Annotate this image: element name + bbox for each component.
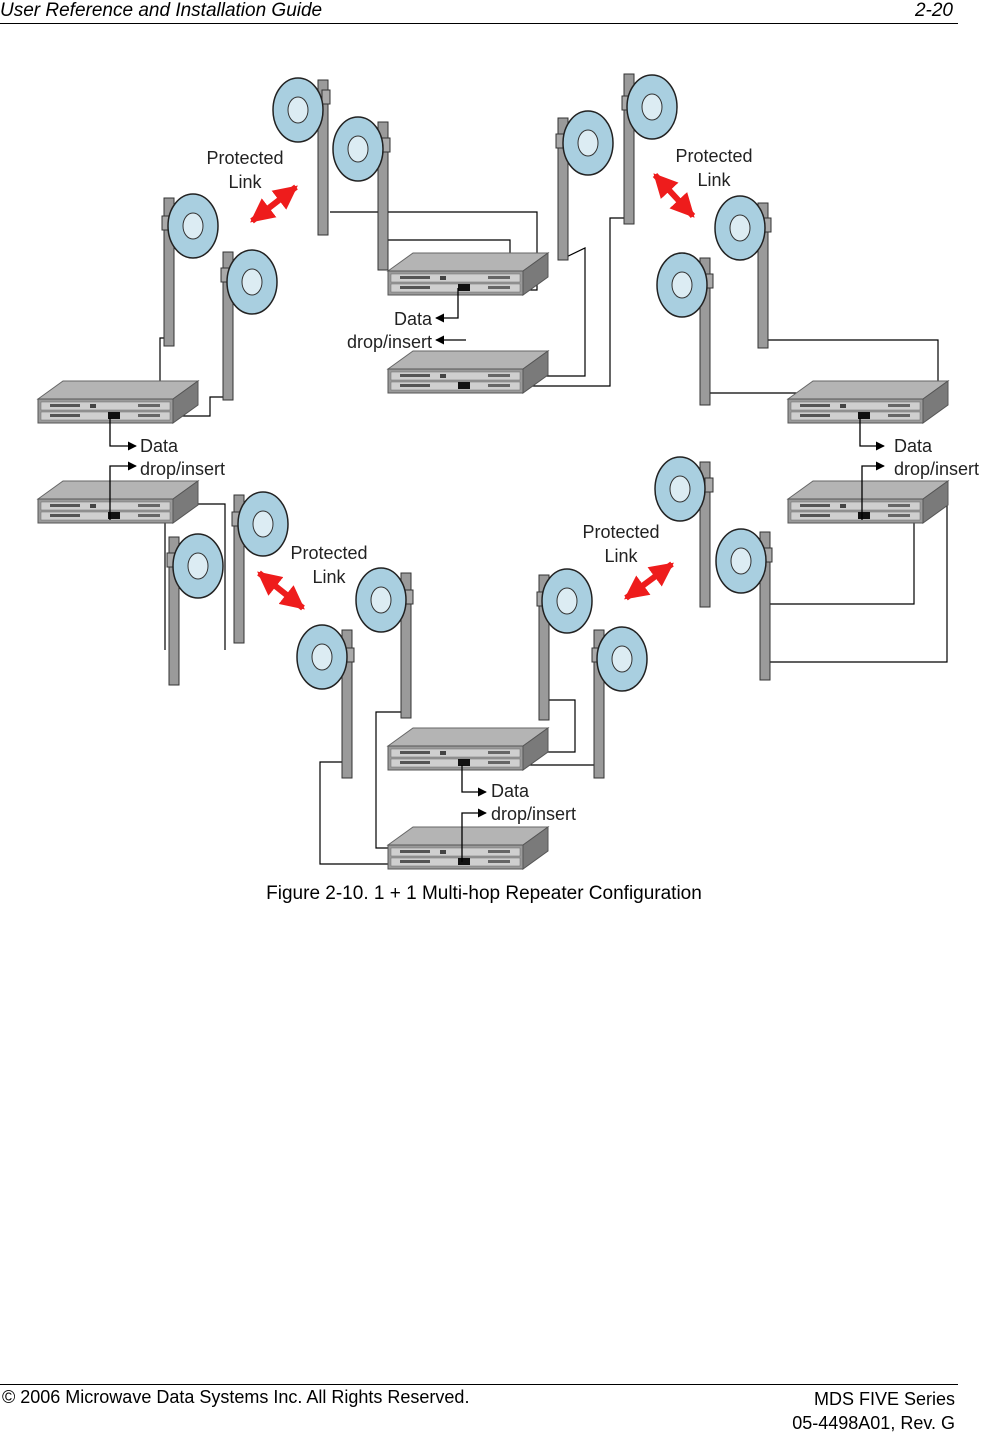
protected-link-label: Protected bbox=[582, 522, 659, 542]
header-page-number: 2-20 bbox=[914, 0, 953, 21]
footer-doc-number: 05-4498A01, Rev. G bbox=[792, 1413, 955, 1433]
protected-link-label: Link bbox=[697, 170, 731, 190]
antenna-dish-icon bbox=[621, 73, 678, 225]
antennas bbox=[161, 73, 773, 779]
antenna-dish-icon bbox=[715, 528, 773, 681]
figure-caption: Figure 2-10. 1 + 1 Multi-hop Repeater Co… bbox=[266, 883, 702, 904]
data-drop-insert-label: Data bbox=[394, 309, 433, 329]
protected-link-label: Link bbox=[604, 546, 638, 566]
protected-link-arrows bbox=[250, 172, 696, 611]
protected-link-label: Protected bbox=[206, 148, 283, 168]
antenna-dish-icon bbox=[656, 252, 714, 406]
antenna-dish-icon bbox=[332, 116, 391, 271]
protected-link-label: Link bbox=[312, 567, 346, 587]
footer-doc-info: MDS FIVE Series 05-4498A01, Rev. G bbox=[792, 1387, 955, 1435]
antenna-dish-icon bbox=[272, 77, 331, 236]
double-arrow-icon bbox=[652, 172, 696, 219]
header-title: User Reference and Installation Guide bbox=[0, 0, 323, 21]
data-drop-insert-label: Data bbox=[491, 781, 530, 801]
data-drop-insert-label: drop/insert bbox=[347, 332, 432, 352]
double-arrow-icon bbox=[250, 184, 298, 224]
radio-unit bbox=[387, 350, 549, 394]
antenna-dish-icon bbox=[166, 533, 224, 686]
protected-link-label: Link bbox=[228, 172, 262, 192]
footer-series: MDS FIVE Series bbox=[813, 1389, 955, 1409]
data-drop-insert-label: drop/insert bbox=[894, 459, 979, 479]
antenna-dish-icon bbox=[536, 568, 593, 721]
antenna-dish-icon bbox=[161, 193, 219, 347]
data-drop-insert-label: drop/insert bbox=[491, 804, 576, 824]
antenna-dish-icon bbox=[231, 491, 289, 644]
protected-link-label: Protected bbox=[675, 146, 752, 166]
radio-unit bbox=[387, 252, 549, 296]
antenna-dish-icon bbox=[296, 624, 355, 779]
antenna-dish-icon bbox=[654, 456, 714, 608]
radio-unit bbox=[387, 826, 549, 870]
antenna-dish-icon bbox=[355, 567, 414, 719]
antenna-dish-icon bbox=[220, 249, 278, 401]
footer-copyright: © 2006 Microwave Data Systems Inc. All R… bbox=[2, 1387, 470, 1407]
data-drop-insert-arrows bbox=[109, 288, 885, 862]
header-rule bbox=[0, 23, 958, 24]
double-arrow-icon bbox=[624, 561, 674, 601]
antenna-dish-icon bbox=[555, 110, 614, 261]
data-drop-insert-label: Data bbox=[140, 436, 179, 456]
radio-unit bbox=[37, 380, 199, 424]
protected-link-label: Protected bbox=[290, 543, 367, 563]
radio-unit bbox=[787, 480, 949, 524]
repeater-diagram: Protected Link Protected Link Protected … bbox=[37, 73, 979, 870]
radio-unit bbox=[37, 480, 199, 524]
diagram-labels: Protected Link Protected Link Protected … bbox=[140, 146, 979, 824]
data-drop-insert-label: drop/insert bbox=[140, 459, 225, 479]
double-arrow-icon bbox=[257, 570, 305, 611]
antenna-dish-icon bbox=[714, 195, 772, 349]
radio-unit bbox=[387, 727, 549, 771]
antenna-dish-icon bbox=[591, 626, 648, 779]
footer-rule bbox=[0, 1384, 958, 1385]
data-drop-insert-label: Data bbox=[894, 436, 933, 456]
radio-unit bbox=[787, 380, 949, 424]
